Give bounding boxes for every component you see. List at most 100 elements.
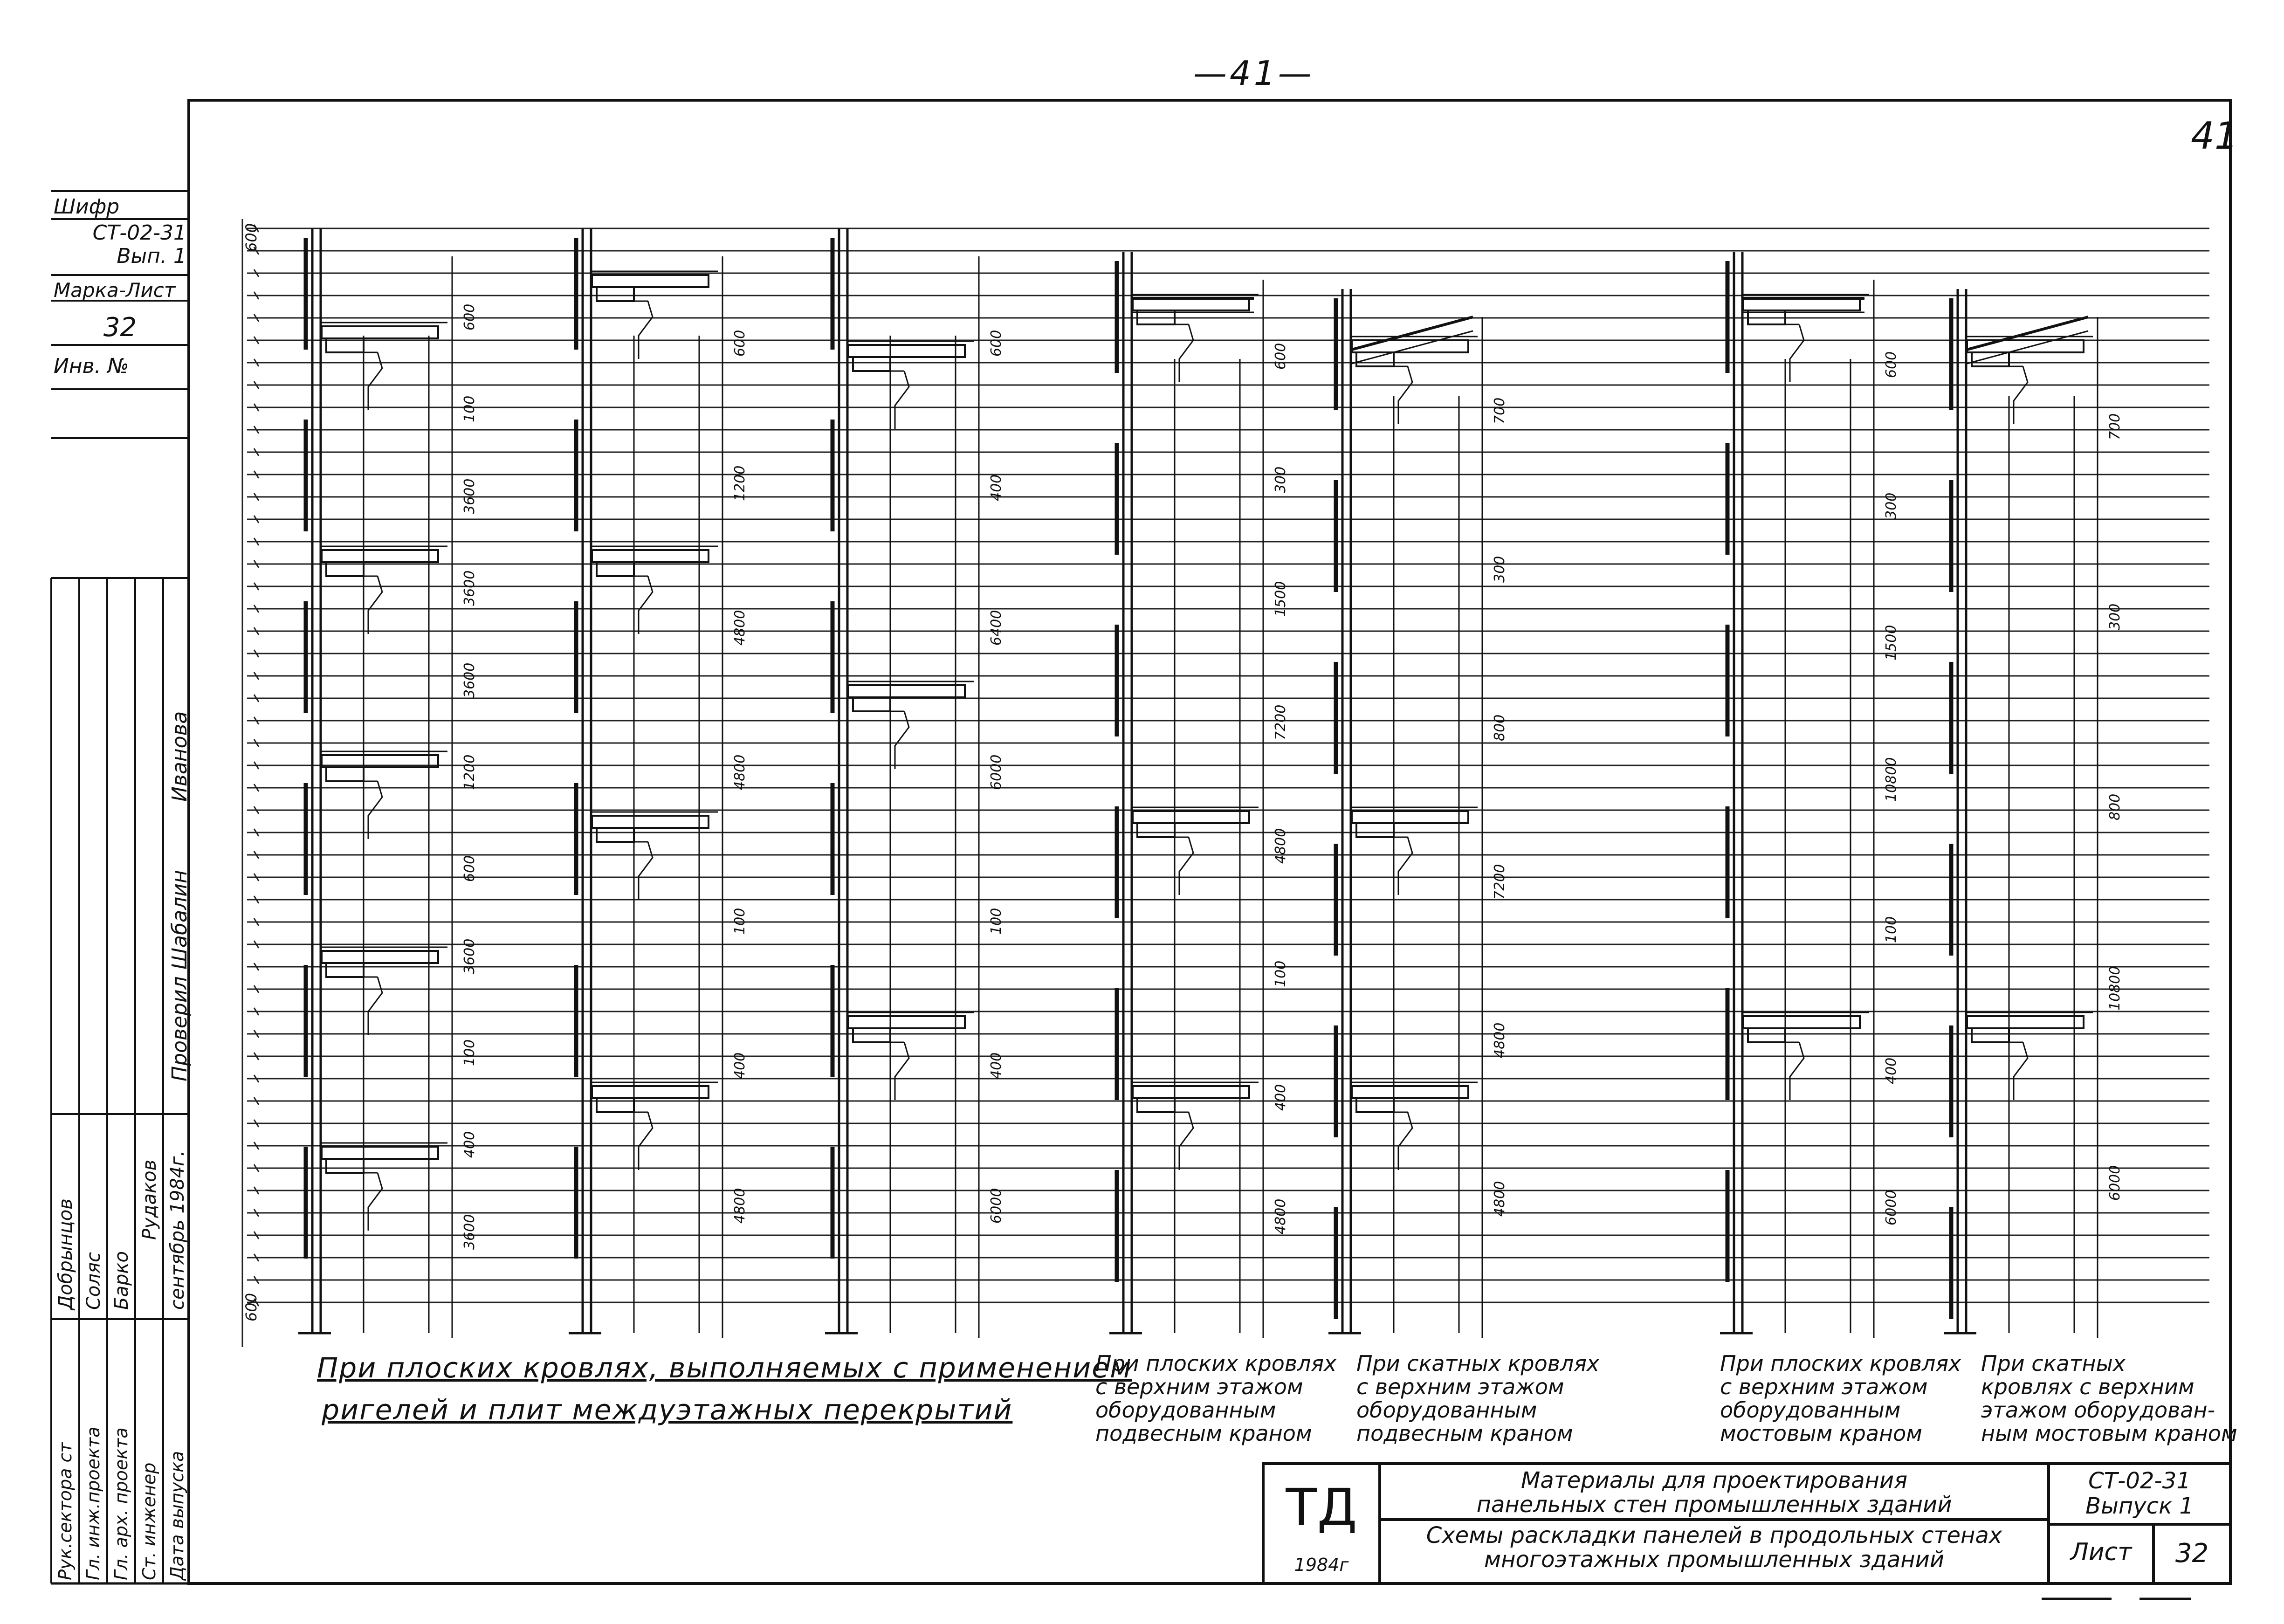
cipher-label: Шифр xyxy=(54,195,120,219)
dimension-label: 400 xyxy=(1883,1057,1899,1084)
dimension-label: 3600 xyxy=(461,570,478,606)
caption-section-7: При скатных кровлях с верхним этажом обо… xyxy=(1981,1351,2237,1446)
dimension-label: 4800 xyxy=(1273,828,1289,864)
floor-slab xyxy=(1351,1081,1478,1170)
floor-slab xyxy=(321,322,447,410)
stamp-lines xyxy=(51,190,189,1583)
floor-slab xyxy=(321,545,447,634)
mark-sheet-label: Марка-Лист xyxy=(54,279,176,302)
floor-slab xyxy=(591,811,718,900)
wall-section-4 xyxy=(1109,252,1264,1338)
dimension-label: 100 xyxy=(732,908,748,935)
dimension-label: 600 xyxy=(1883,351,1899,378)
floor-slab xyxy=(321,946,447,1035)
dimension-label: 100 xyxy=(1883,916,1899,943)
left-ticks xyxy=(241,219,260,1347)
dimension-label: 3600 xyxy=(461,1214,478,1250)
title-year: 1984г xyxy=(1294,1555,1349,1575)
floor-slab xyxy=(847,1012,974,1100)
dimension-label: 1200 xyxy=(732,465,748,501)
floor-slab xyxy=(1132,1081,1259,1170)
dimension-label: 300 xyxy=(1273,466,1289,493)
dimension-label: 700 xyxy=(2107,413,2123,440)
floor-slab xyxy=(321,750,447,839)
dimension-label: 7200 xyxy=(1273,704,1289,740)
dimension-label: 6000 xyxy=(2107,1165,2123,1201)
bottom-edge-dim: 600 xyxy=(242,1293,260,1321)
dimension-label: 4800 xyxy=(732,610,748,646)
caption-main-line2: ригелей и плит междуэтажных перекрытий xyxy=(322,1394,1013,1426)
dimension-label: 1200 xyxy=(461,754,478,790)
floor-slab xyxy=(1132,806,1259,895)
dimension-label: 600 xyxy=(461,303,478,330)
dimension-label: 400 xyxy=(1273,1084,1289,1111)
checked-name-2: Шабалин xyxy=(168,870,192,970)
dimension-label: 800 xyxy=(2107,793,2123,820)
title-top: Материалы для проектирования панельных с… xyxy=(1476,1467,1952,1518)
dimension-label: 4800 xyxy=(1273,1198,1289,1234)
dimension-label: 300 xyxy=(1883,492,1899,519)
dimension-label: 100 xyxy=(461,395,478,422)
floor-slab xyxy=(1351,336,1478,424)
dimension-label: 400 xyxy=(732,1052,748,1079)
dimension-label: 100 xyxy=(461,1039,478,1066)
dimension-label: 1500 xyxy=(1883,625,1899,661)
approval-name-5: сентябрь 1984г. xyxy=(167,1150,188,1310)
dimension-label: 400 xyxy=(988,474,1004,501)
inventory-label: Инв. № xyxy=(54,354,129,378)
dimension-label: 6000 xyxy=(988,754,1004,790)
dimension-label: 700 xyxy=(1492,397,1508,424)
dimension-label: 600 xyxy=(461,855,478,882)
dimension-label: 3600 xyxy=(461,938,478,974)
td-logo: ТД xyxy=(1286,1478,1357,1537)
check-label: Проверил xyxy=(168,976,192,1081)
floor-slab xyxy=(1966,1012,2093,1100)
dimension-label: 100 xyxy=(1273,960,1289,987)
page-number: —41— xyxy=(1193,54,1314,93)
dimension-label: 600 xyxy=(1273,343,1289,370)
floor-slab xyxy=(591,1081,718,1170)
wall-section-1 xyxy=(298,228,453,1338)
floor-slab xyxy=(321,1142,447,1231)
approval-name-3: Барко xyxy=(111,1251,132,1310)
dimension-label: 400 xyxy=(461,1131,478,1158)
dimension-label: 3600 xyxy=(461,662,478,698)
dimension-label: 6400 xyxy=(988,610,1004,646)
approval-role-5: Дата выпуска xyxy=(167,1451,187,1580)
dimension-label: 7200 xyxy=(1492,864,1508,900)
wall-section-3 xyxy=(825,228,980,1338)
wall-section-2 xyxy=(569,228,723,1338)
dimension-label: 300 xyxy=(2107,603,2123,630)
floor-slab xyxy=(1351,806,1478,895)
sheet-label: Лист xyxy=(2070,1538,2132,1566)
series-code: СТ-02-31 Выпуск 1 xyxy=(2085,1468,2194,1519)
approval-name-4: Рудаков xyxy=(139,1159,160,1240)
floor-slab xyxy=(847,681,974,769)
dimension-label: 100 xyxy=(988,908,1004,935)
dimension-label: 4800 xyxy=(1492,1022,1508,1058)
wall-section-7 xyxy=(1944,289,2098,1338)
drawing-frame xyxy=(187,99,2232,1585)
dimension-label: 800 xyxy=(1492,714,1508,741)
sheet-value: 32 xyxy=(2175,1538,2209,1569)
dimension-label: 1500 xyxy=(1273,581,1289,617)
wall-section-5 xyxy=(1328,289,1483,1338)
dimension-label: 600 xyxy=(732,330,748,357)
dimension-label: 10800 xyxy=(1883,757,1899,802)
approval-role-3: Гл. арх. проекта xyxy=(111,1427,131,1580)
title-block-frame xyxy=(1262,1462,2232,1585)
approval-name-1: Добрынцов xyxy=(55,1198,76,1310)
floor-slab xyxy=(1742,1012,1869,1100)
floor-slab xyxy=(1966,336,2093,424)
floor-slab xyxy=(591,545,718,634)
dimension-label: 4800 xyxy=(732,754,748,790)
wall-section-6 xyxy=(1720,252,1875,1338)
caption-main-line1: При плоских кровлях, выполняемых с приме… xyxy=(317,1352,1132,1384)
cipher-value: СТ-02-31 Вып. 1 xyxy=(92,221,186,268)
panel-rows xyxy=(247,227,2209,1303)
dimension-label: 600 xyxy=(988,330,1004,357)
caption-section-6: При плоских кровлях с верхним этажом обо… xyxy=(1720,1351,1961,1446)
approval-role-1: Рук.сектора ст xyxy=(55,1442,76,1580)
checked-name-1: Иванова xyxy=(168,711,192,802)
